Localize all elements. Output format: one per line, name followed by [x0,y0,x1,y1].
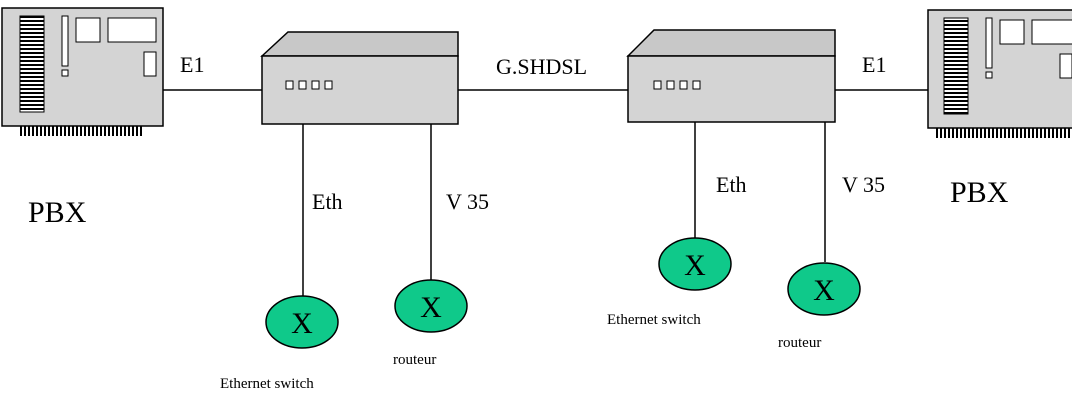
pbx-left-device [1,7,164,136]
node-switch-right: X [658,237,732,291]
pbx-right-label: PBX [950,176,1009,209]
switch-left-symbol: X [291,307,313,340]
pbx-left-label: PBX [28,196,87,229]
e1-right-label: E1 [862,52,886,77]
node-switch-left: X [265,295,339,349]
links [163,89,928,296]
node-router-left: X [394,279,468,333]
eth-right-label: Eth [716,172,747,197]
modem-right [626,29,836,123]
gshdsl-label: G.SHDSL [496,54,587,79]
switch-right-circle [658,237,732,291]
v35-right-label: V 35 [842,172,885,197]
router-right-symbol: X [813,274,835,307]
switch-right-symbol: X [684,249,706,282]
router-left-symbol: X [420,291,442,324]
switch-left-circle [265,295,339,349]
e1-left-label: E1 [180,52,204,77]
router-right-label: routeur [778,335,821,351]
router-right-circle [787,262,861,316]
switch-right-label: Ethernet switch [607,312,701,328]
pbx-right-device [927,9,1072,138]
modem-right-leds [653,80,701,90]
router-left-circle [394,279,468,333]
modem-left-leds [285,80,333,90]
eth-left-label: Eth [312,189,343,214]
modem-left [260,31,459,125]
router-left-label: routeur [393,352,436,368]
v35-left-label: V 35 [446,189,489,214]
switch-left-label: Ethernet switch [220,376,314,392]
node-router-right: X [787,262,861,316]
